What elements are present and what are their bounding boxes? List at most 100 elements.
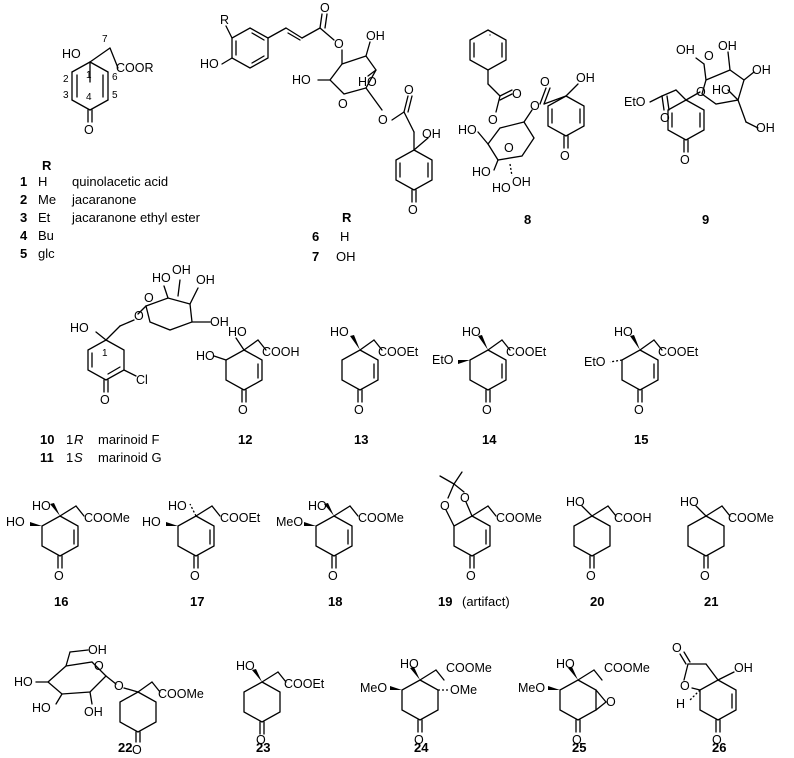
atom-eto: EtO — [624, 95, 646, 109]
atom-o-lactone: O — [680, 679, 690, 693]
structure-20: HO COOH O 20 — [566, 495, 652, 609]
atom-o: O — [414, 733, 424, 747]
locant: 1 — [86, 70, 92, 81]
table-6-7: R 6 H 7 OH — [312, 210, 356, 264]
atom-cooet: COOEt — [378, 345, 419, 359]
atom-oh: OH — [676, 43, 695, 57]
atom-o-ring: O — [504, 141, 514, 155]
atom-h: H — [676, 697, 685, 711]
atom-o: O — [586, 569, 596, 583]
atom-oh: OH — [718, 39, 737, 53]
atom-ho: HO — [152, 271, 171, 285]
compound-number-13: 13 — [354, 432, 368, 447]
atom-o: O — [512, 87, 522, 101]
atom-ho: HO — [32, 701, 51, 715]
compound-number: 5 — [20, 246, 27, 261]
atom-cooh: COOH — [262, 345, 300, 359]
compound-name: jacaranone ethyl ester — [71, 210, 201, 225]
atom-oh: OH — [756, 121, 775, 135]
atom-coome: COOMe — [158, 687, 204, 701]
atom-o: O — [440, 499, 450, 513]
compound-number: 4 — [20, 228, 28, 243]
atom-ho: HO — [556, 657, 575, 671]
atom-oh: OH — [88, 643, 107, 657]
atom-eto: EtO — [584, 355, 606, 369]
atom-o: O — [634, 403, 644, 417]
compound-name: marinoid G — [98, 450, 162, 465]
compound-number-9: 9 — [702, 212, 709, 227]
compound-number-23: 23 — [256, 740, 270, 755]
compound-number-15: 15 — [634, 432, 648, 447]
structure-6-7: R HO O O OH HO HO O O O O — [200, 1, 441, 217]
structure-23: HO COOEt O 23 — [236, 659, 325, 755]
compound-number-20: 20 — [590, 594, 604, 609]
atom-o: O — [680, 153, 690, 167]
compound-number: 7 — [312, 249, 319, 264]
atom-ho: HO — [330, 325, 349, 339]
atom-meo: MeO — [518, 681, 545, 695]
atom-o: O — [404, 83, 414, 97]
compound-number-21: 21 — [704, 594, 718, 609]
structure-9: EtO O O O O OH OH HO OH OH 9 — [624, 39, 775, 227]
structure-18: HO MeO COOMe O 18 — [276, 499, 404, 609]
r-value: H — [340, 229, 349, 244]
atom-ho: HO — [358, 75, 377, 89]
atom-oh: OH — [172, 263, 191, 277]
atom-coome: COOMe — [358, 511, 404, 525]
atom-o: O — [134, 309, 144, 323]
atom-coome: COOMe — [84, 511, 130, 525]
artifact-note: (artifact) — [462, 594, 510, 609]
atom-o: O — [560, 149, 570, 163]
atom-ho: HO — [228, 325, 247, 339]
atom-oh: OH — [366, 29, 385, 43]
atom-meo: MeO — [276, 515, 303, 529]
atom-ho: HO — [462, 325, 481, 339]
compound-number-26: 26 — [712, 740, 726, 755]
atom-o: O — [488, 113, 498, 127]
atom-o: O — [466, 569, 476, 583]
atom-o: O — [354, 403, 364, 417]
atom-oh: OH — [84, 705, 103, 719]
compound-number-14: 14 — [482, 432, 497, 447]
table-10-11: 10 1 R marinoid F 11 1 S marinoid G — [40, 432, 162, 465]
atom-ome: OMe — [450, 683, 477, 697]
atom-ho: HO — [566, 495, 585, 509]
atom-ho: HO — [196, 349, 215, 363]
locant: 7 — [102, 34, 108, 45]
structure-22: OH HO HO OH O O COOMe O 22 — [14, 643, 204, 757]
r-value: Et — [38, 210, 51, 225]
atom-coome: COOMe — [728, 511, 774, 525]
atom-oh: OH — [752, 63, 771, 77]
atom-cl: Cl — [136, 373, 148, 387]
atom-o: O — [238, 403, 248, 417]
atom-coome: COOMe — [496, 511, 542, 525]
atom-ho: HO — [292, 73, 311, 87]
compound-number: 2 — [20, 192, 27, 207]
locant: 2 — [63, 74, 69, 85]
structure-13: HO COOEt O 13 — [330, 325, 419, 447]
config-letter: S — [74, 450, 83, 465]
structure-14: HO EtO COOEt O 14 — [432, 325, 547, 447]
atom-oh: OH — [422, 127, 441, 141]
atom-ho: HO — [14, 675, 33, 689]
atom-o: O — [132, 743, 142, 757]
atom-o: O — [460, 491, 470, 505]
structure-8: O O HO HO HO OH O O O OH O 8 — [458, 29, 595, 227]
atom-o-ring: O — [338, 97, 348, 111]
atom-o: O — [660, 111, 670, 125]
r-header: R — [342, 210, 352, 225]
atom-o-ring: O — [704, 49, 714, 63]
structure-19: O O COOMe O 19 (artifact) — [438, 471, 542, 609]
config-number: 1 — [66, 450, 73, 465]
structure-10-11: HO 1 O Cl O HO OH OH OH O — [70, 263, 229, 407]
structure-26: OH O O H O 26 — [672, 641, 753, 755]
r-value: Bu — [38, 228, 54, 243]
locant: 1 — [102, 348, 108, 359]
atom-oh: OH — [210, 315, 229, 329]
atom-ho: HO — [6, 515, 25, 529]
atom-cooet: COOEt — [658, 345, 699, 359]
atom-o: O — [100, 393, 110, 407]
atom-ho: HO — [400, 657, 419, 671]
atom-o-ring: O — [94, 659, 104, 673]
